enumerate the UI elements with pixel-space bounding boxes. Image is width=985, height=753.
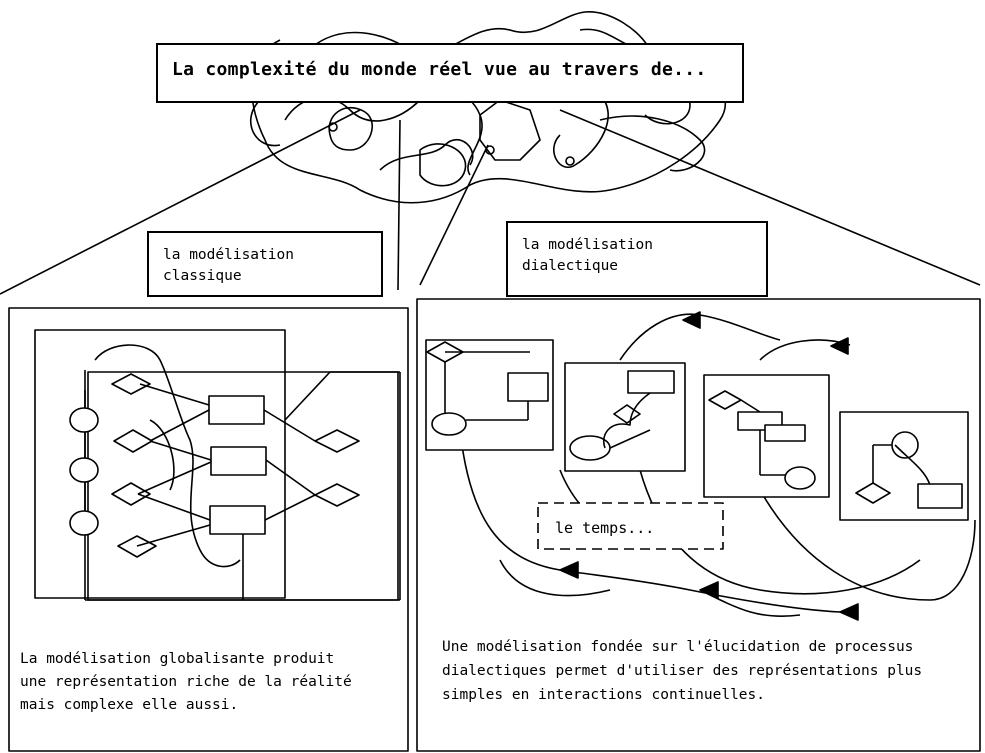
diagram-title: La complexité du monde réel vue au trave… bbox=[172, 59, 707, 80]
classic-label-line2: classique bbox=[163, 268, 242, 284]
view-lines bbox=[0, 109, 981, 295]
dialectic-description-line: simples en interactions continuelles. bbox=[442, 687, 766, 703]
dialectic-panel bbox=[416, 298, 981, 752]
classic-panel bbox=[8, 307, 409, 752]
time-label: le temps... bbox=[555, 519, 655, 537]
dialectic-label-line1: la modélisation bbox=[522, 237, 653, 253]
dialectic-label-line2: dialectique bbox=[522, 258, 619, 274]
real-world-scribble bbox=[249, 11, 727, 204]
dialectic-model-diagram bbox=[425, 311, 976, 621]
title-box: La complexité du monde réel vue au trave… bbox=[156, 43, 744, 103]
classic-description: La modélisation globalisante produit une… bbox=[20, 648, 390, 717]
classic-model-diagram bbox=[34, 329, 401, 601]
classic-description-line: une représentation riche de la réalité bbox=[20, 674, 352, 690]
dialectic-label-box: la modélisation dialectique bbox=[506, 221, 768, 297]
dialectic-description: Une modélisation fondée sur l'élucidatio… bbox=[442, 635, 977, 707]
classic-label: la modélisation classique bbox=[163, 245, 294, 287]
dialectic-description-line: dialectiques permet d'utiliser des repré… bbox=[442, 663, 923, 679]
classic-description-line: mais complexe elle aussi. bbox=[20, 697, 239, 713]
dialectic-description-line: Une modélisation fondée sur l'élucidatio… bbox=[442, 639, 914, 655]
classic-label-box: la modélisation classique bbox=[147, 231, 383, 297]
dialectic-label: la modélisation dialectique bbox=[522, 235, 653, 277]
classic-description-line: La modélisation globalisante produit bbox=[20, 651, 335, 667]
classic-label-line1: la modélisation bbox=[163, 247, 294, 263]
